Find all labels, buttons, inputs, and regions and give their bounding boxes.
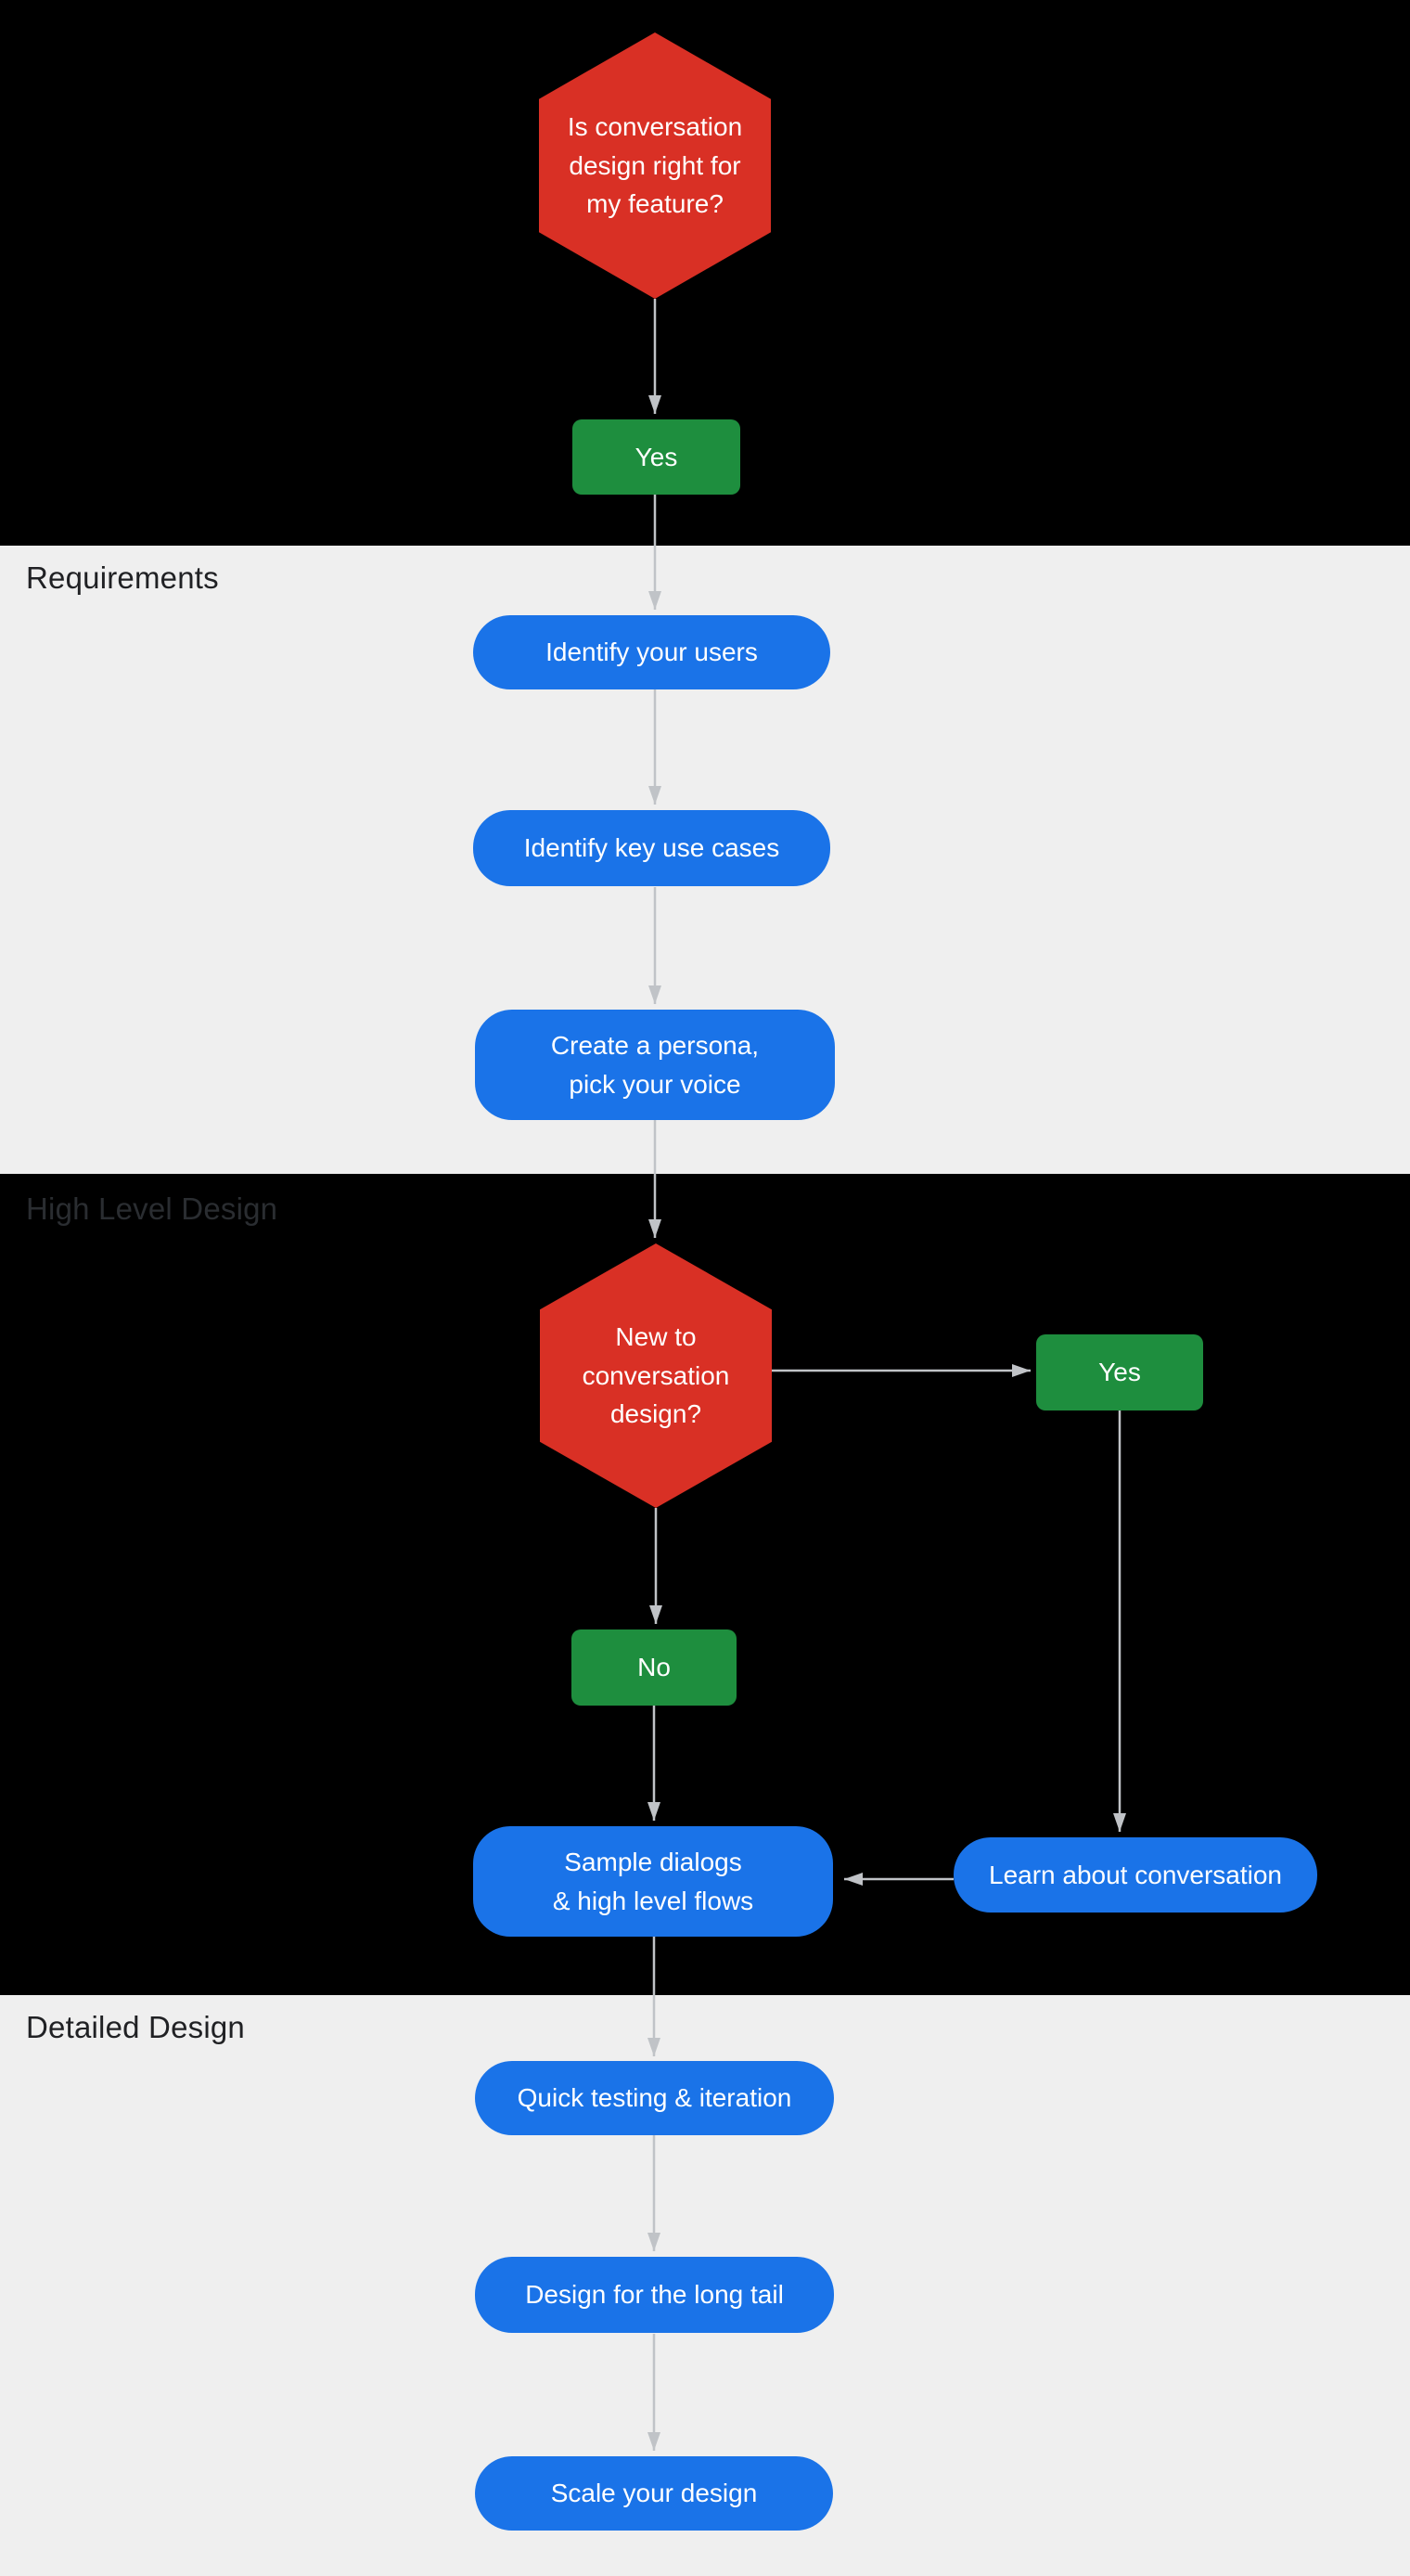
process-quick-testing-iteration: Quick testing & iteration bbox=[475, 2061, 834, 2135]
node-label: New to conversation design? bbox=[582, 1322, 730, 1429]
node-label: Identify key use cases bbox=[523, 833, 780, 863]
section-label-high-level-design: High Level Design bbox=[26, 1191, 278, 1226]
section-label-detailed-design: Detailed Design bbox=[26, 2010, 245, 2044]
process-scale-your-design: Scale your design bbox=[475, 2456, 833, 2531]
node-label: No bbox=[637, 1653, 671, 1682]
process-design-for-long-tail: Design for the long tail bbox=[475, 2257, 834, 2333]
decision-is-conversation-design-right: Is conversation design right for my feat… bbox=[539, 32, 771, 299]
node-label: Yes bbox=[634, 442, 678, 471]
process-identify-your-users: Identify your users bbox=[473, 615, 830, 689]
node-label: Sample dialogs & high level flows bbox=[552, 1848, 754, 1915]
answer-new-no: No bbox=[571, 1629, 737, 1706]
node-label: Learn about conversation bbox=[989, 1860, 1282, 1889]
process-identify-key-use-cases: Identify key use cases bbox=[473, 810, 830, 886]
node-label: Create a persona, pick your voice bbox=[550, 1031, 760, 1099]
node-label: Identify your users bbox=[545, 638, 758, 667]
node-label: Scale your design bbox=[550, 2479, 758, 2508]
answer-fit-yes: Yes bbox=[572, 419, 740, 495]
section-label-requirements: Requirements bbox=[26, 560, 219, 595]
process-sample-dialogs-high-level-flows: Sample dialogs & high level flows bbox=[473, 1826, 833, 1937]
process-create-persona-pick-voice: Create a persona, pick your voice bbox=[475, 1010, 835, 1120]
node-label: Quick testing & iteration bbox=[517, 2083, 792, 2113]
node-label: Yes bbox=[1098, 1358, 1141, 1387]
answer-new-yes: Yes bbox=[1036, 1334, 1203, 1410]
node-label: Design for the long tail bbox=[525, 2280, 784, 2310]
process-learn-about-conversation: Learn about conversation bbox=[954, 1837, 1317, 1913]
node-label: Is conversation design right for my feat… bbox=[567, 112, 743, 219]
decision-new-to-conversation-design: New to conversation design? bbox=[540, 1243, 772, 1508]
